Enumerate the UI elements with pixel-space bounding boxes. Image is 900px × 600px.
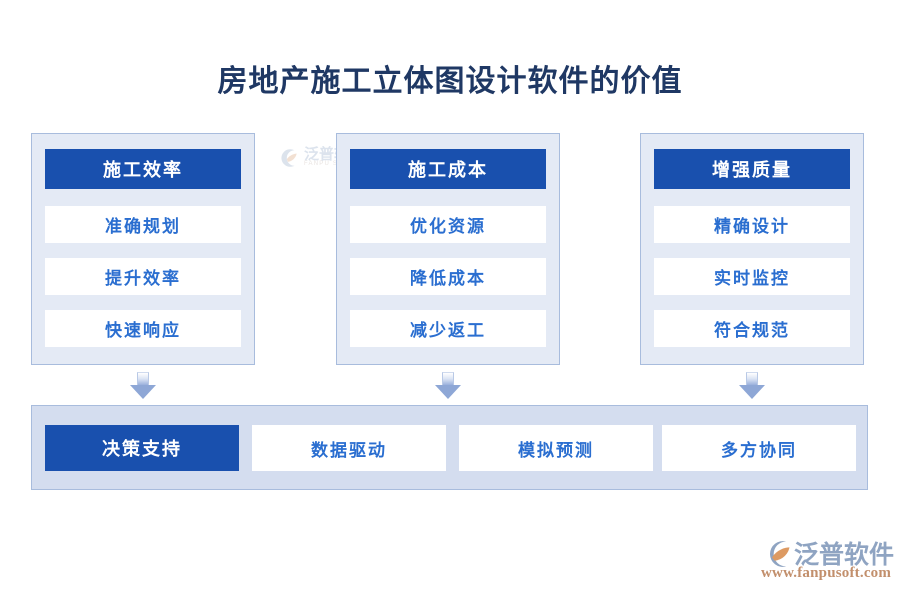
fanpu-logo-icon [281,149,297,167]
column-item[interactable]: 精确设计 [654,206,850,243]
footer-logo: 泛普软件 www.fanpusoft.com [760,537,895,585]
column-item[interactable]: 快速响应 [45,310,241,347]
fanpu-logo-icon [769,541,790,567]
column-item[interactable]: 符合规范 [654,310,850,347]
column-header[interactable]: 施工效率 [45,149,241,189]
column-construction-cost[interactable]: 施工成本 优化资源 降低成本 减少返工 [336,133,560,365]
arrow-down-icon [739,372,765,400]
arrow-shaft [746,372,758,386]
arrow-shaft [442,372,454,386]
column-item[interactable]: 减少返工 [350,310,546,347]
bottom-item-simulation-forecast[interactable]: 模拟预测 [459,425,653,471]
footer-logo-url: www.fanpusoft.com [761,565,892,581]
column-item[interactable]: 实时监控 [654,258,850,295]
column-item[interactable]: 降低成本 [350,258,546,295]
column-item[interactable]: 优化资源 [350,206,546,243]
column-enhanced-quality[interactable]: 增强质量 精确设计 实时监控 符合规范 [640,133,864,365]
arrow-head [130,385,156,399]
column-construction-efficiency[interactable]: 施工效率 准确规划 提升效率 快速响应 [31,133,255,365]
arrow-head [435,385,461,399]
arrow-head [739,385,765,399]
bottom-outcome-panel: 决策支持 数据驱动 模拟预测 多方协同 [31,405,868,490]
arrow-down-icon [435,372,461,400]
bottom-item-decision-support[interactable]: 决策支持 [45,425,239,471]
bottom-item-data-driven[interactable]: 数据驱动 [252,425,446,471]
column-header[interactable]: 施工成本 [350,149,546,189]
bottom-item-multiparty-collaboration[interactable]: 多方协同 [662,425,856,471]
column-item[interactable]: 准确规划 [45,206,241,243]
arrow-shaft [137,372,149,386]
arrow-down-icon [130,372,156,400]
column-header[interactable]: 增强质量 [654,149,850,189]
page-title: 房地产施工立体图设计软件的价值 [217,65,683,98]
footer-logo-name: 泛普软件 [794,541,895,569]
column-item[interactable]: 提升效率 [45,258,241,295]
